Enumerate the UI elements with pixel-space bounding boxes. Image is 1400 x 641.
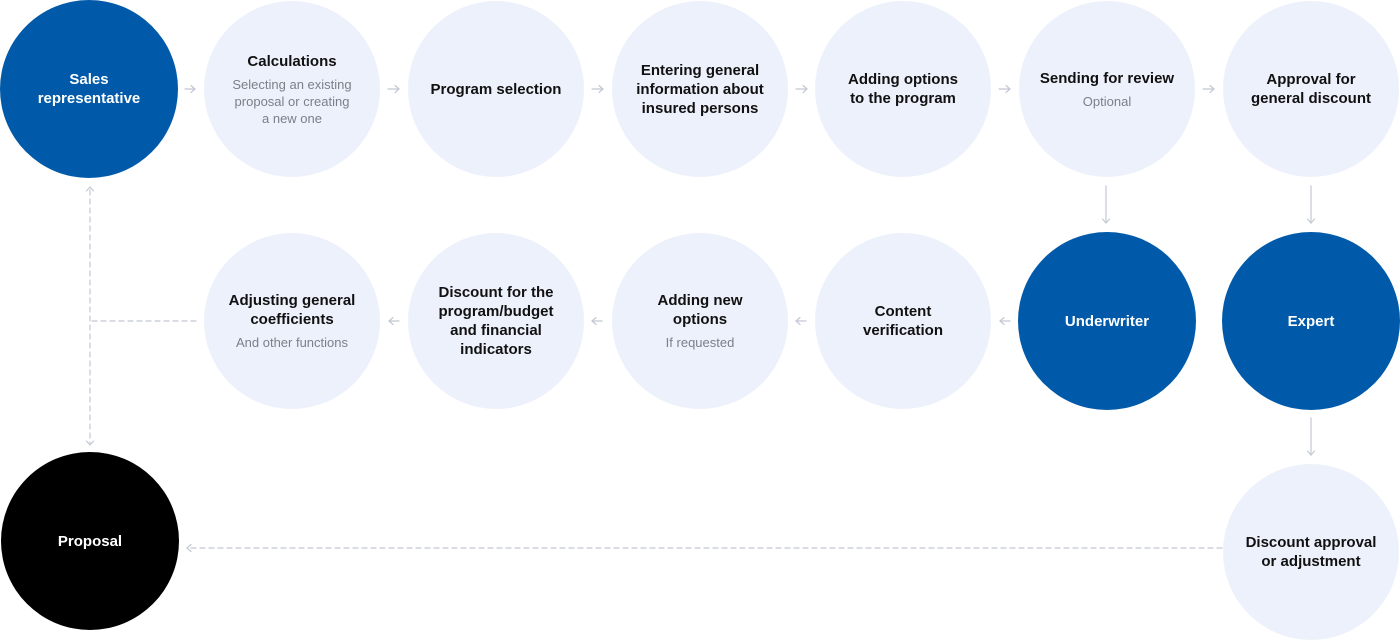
arrow-left-to-proposal [186,543,192,553]
node-title: Adding options to the program [848,71,958,107]
node-title: Adjusting general coefficients [228,292,356,328]
node-title: Calculations [247,52,337,70]
node-title: Underwriter [1064,312,1150,330]
node-program-selection: Program selection [408,1,584,177]
node-title: Sales representative [37,71,141,107]
arrow-new-options-to-discount [591,316,603,326]
node-general-information: Entering general information about insur… [612,1,788,177]
node-title: Content verification [862,303,944,339]
node-adding-options: Adding options to the program [815,1,991,177]
node-title: Adding new options [657,292,743,328]
node-sending-for-review: Sending for review Optional [1019,1,1195,177]
arrow-sales-to-calculations [184,84,196,94]
node-expert: Expert [1222,232,1400,410]
arrow-down-to-proposal [85,440,95,446]
node-title: Proposal [57,532,123,550]
arrow-discount-to-adjusting [388,316,400,326]
node-calculations: Calculations Selecting an existing propo… [204,1,380,177]
node-content-verification: Content verification [815,233,991,409]
node-title: Entering general information about insur… [636,61,764,117]
node-sales-representative: Sales representative [0,0,178,178]
node-title: Discount for the program/budget and fina… [438,284,554,358]
node-title: Discount approval or adjustment [1245,534,1377,570]
arrow-approval-to-expert [1306,185,1316,224]
node-adding-new-options: Adding new options If requested [612,233,788,409]
arrow-underwriter-to-verification [999,316,1011,326]
node-approval-general-discount: Approval for general discount [1223,1,1399,177]
node-title: Sending for review [1039,69,1175,87]
node-subtitle: Selecting an existing proposal or creati… [232,76,352,126]
node-subtitle: If requested [665,335,735,350]
arrow-review-to-underwriter [1101,185,1111,224]
node-discount-program-budget: Discount for the program/budget and fina… [408,233,584,409]
arrow-review-to-approval [1202,84,1215,94]
arrow-expert-to-discount-approval [1306,417,1316,456]
arrow-info-to-options [795,84,808,94]
node-adjusting-coefficients: Adjusting general coefficients And other… [204,233,380,409]
arrow-calculations-to-program [387,84,400,94]
node-proposal: Proposal [1,452,179,630]
node-title: Program selection [430,80,562,98]
arrow-verification-to-new-options [795,316,807,326]
node-underwriter: Underwriter [1018,232,1196,410]
arrow-options-to-review [998,84,1011,94]
node-subtitle: And other functions [235,335,349,350]
arrow-up-to-sales [85,186,95,192]
node-title: Approval for general discount [1250,71,1372,107]
node-subtitle: Optional [1082,93,1132,109]
node-title: Expert [1287,312,1335,330]
arrow-program-to-info [591,84,604,94]
node-discount-approval: Discount approval or adjustment [1223,464,1399,640]
